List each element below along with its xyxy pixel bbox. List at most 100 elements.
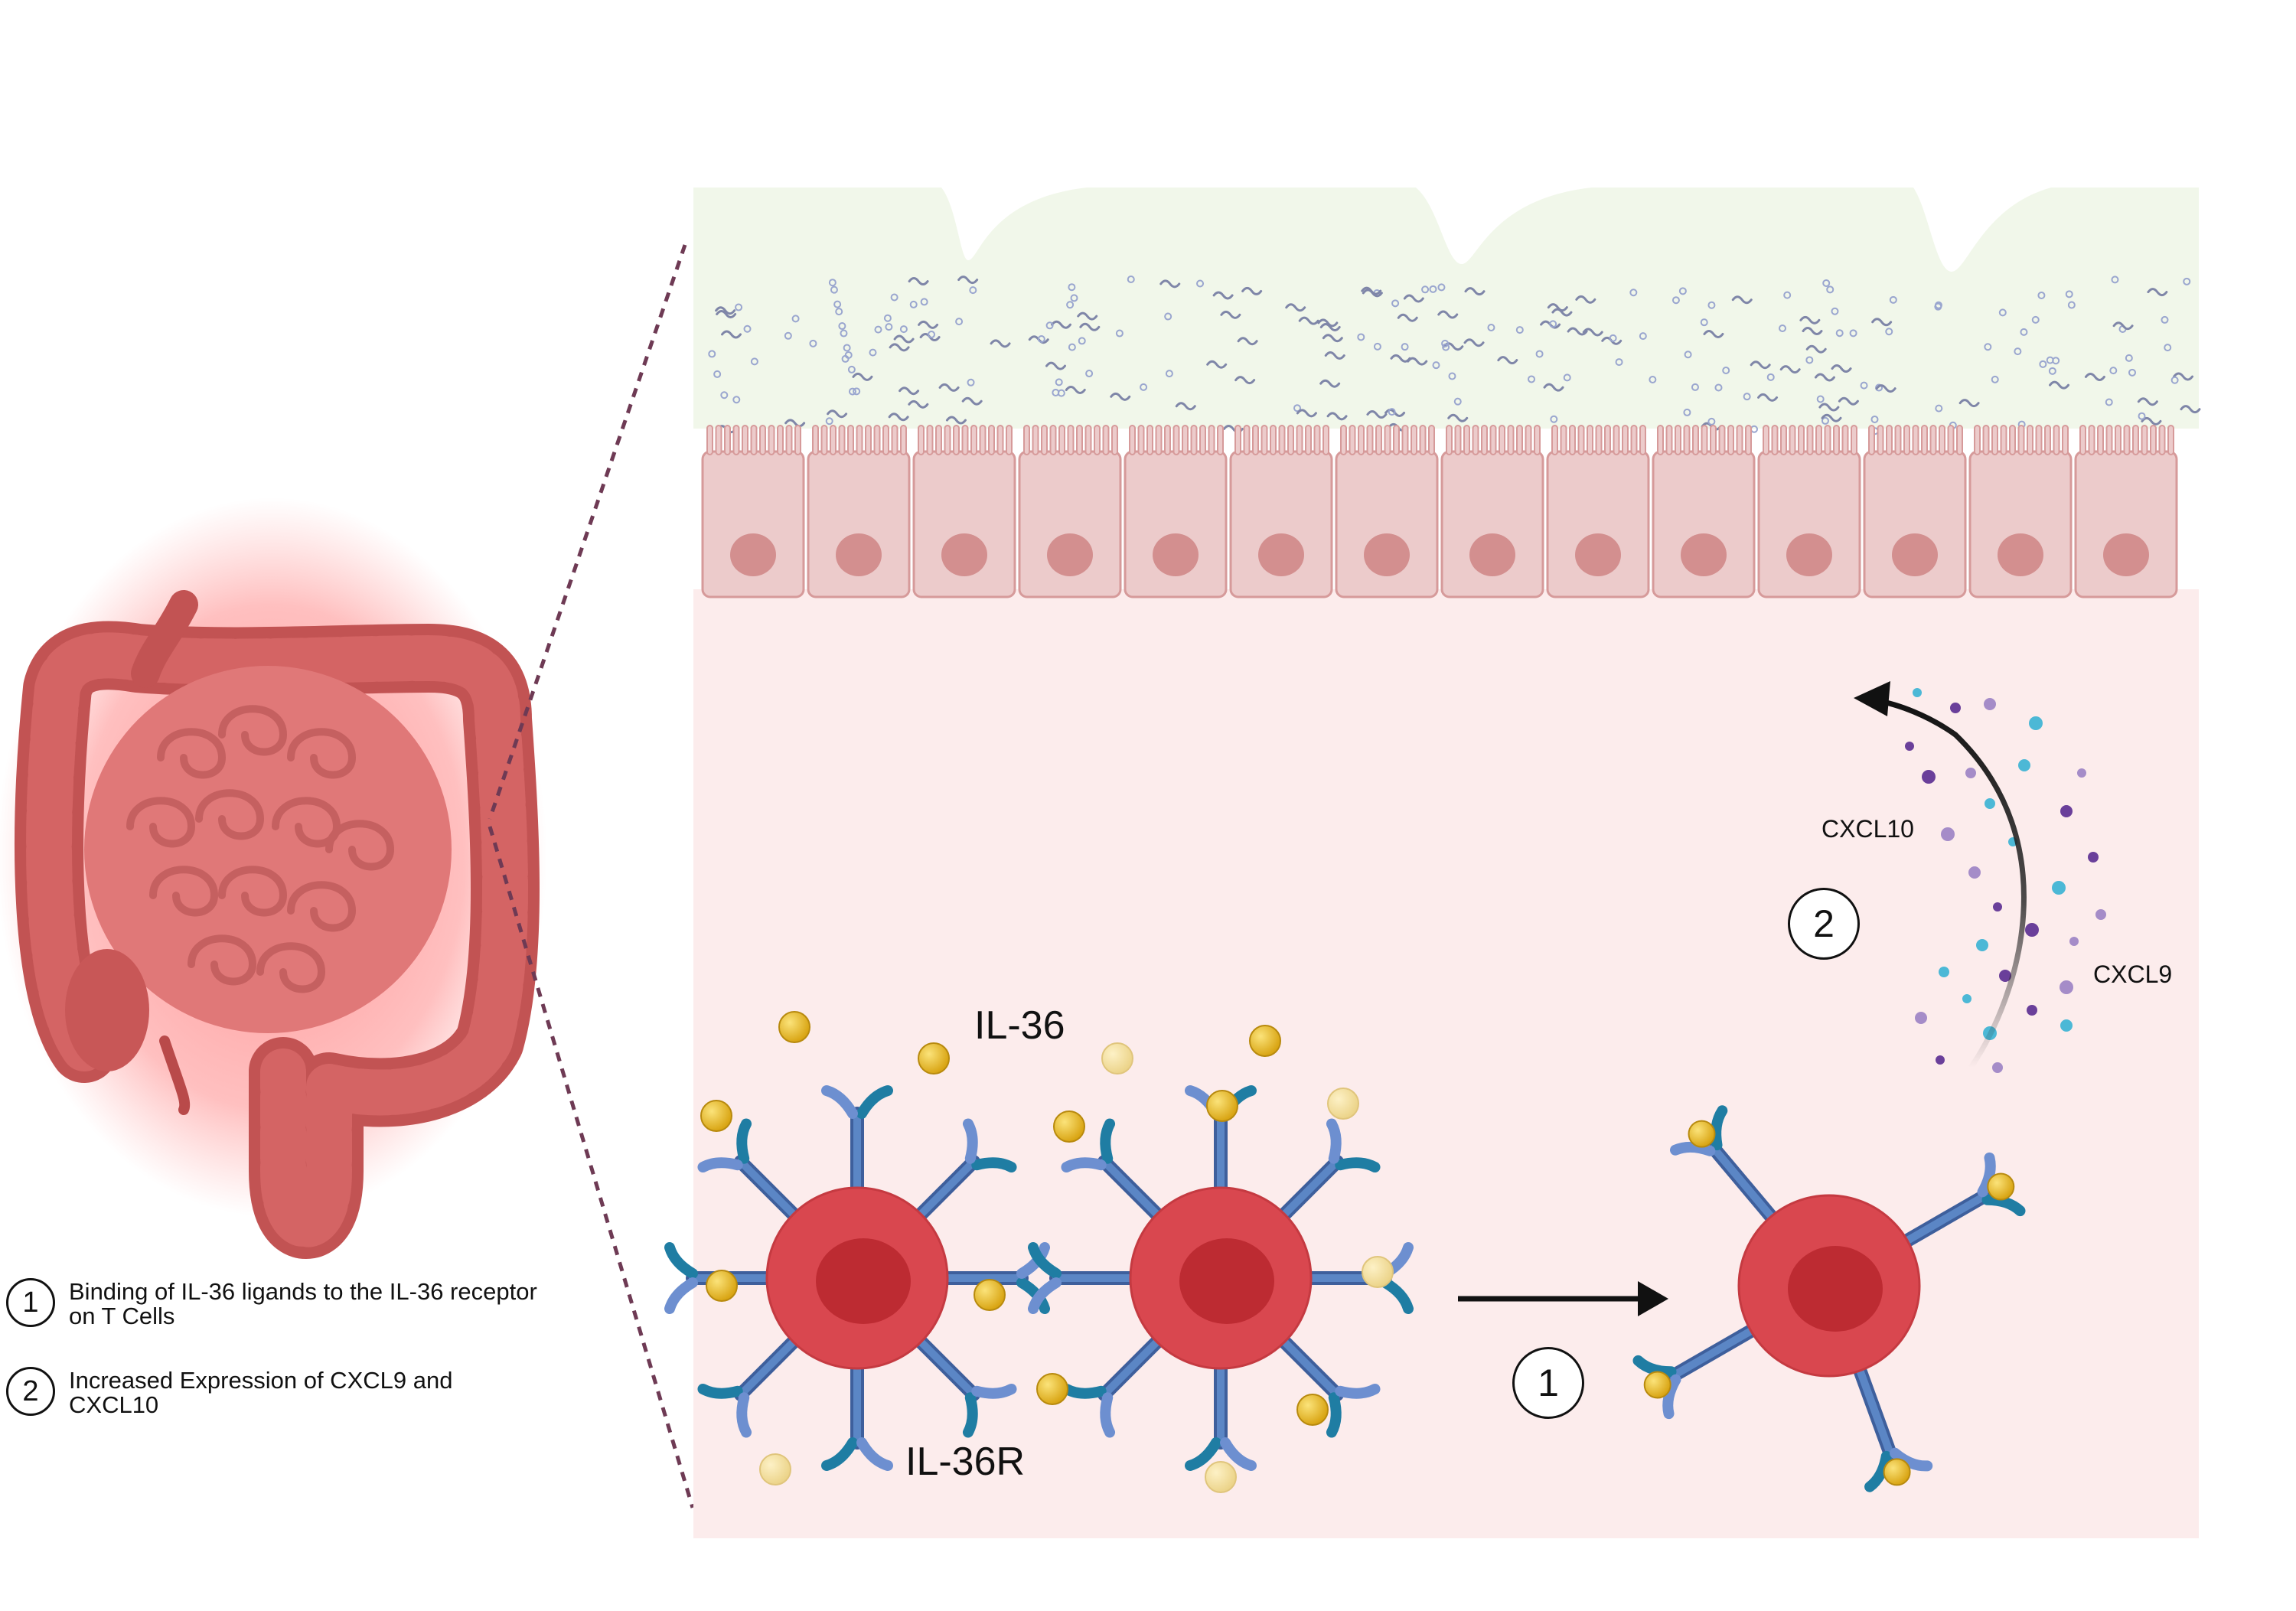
receptor-label: IL-36R (905, 1440, 1026, 1484)
cell-nucleus (2103, 533, 2149, 576)
cxcl10-label: CXCL10 (1821, 815, 1914, 843)
cxcl9-particle (1965, 768, 1976, 778)
cxcl10-particle (1985, 798, 1995, 809)
il36-ligand (1053, 1110, 1085, 1143)
chemokine-secretion (1854, 681, 2106, 1073)
cell-nucleus (1892, 533, 1938, 576)
cxcl9-particle (2069, 937, 2079, 946)
legend-number-2: 2 (6, 1367, 55, 1416)
il36-ligand (1296, 1394, 1329, 1426)
cxcl9-particle (1936, 1055, 1945, 1065)
il36-receptor (821, 1085, 893, 1205)
cell-nucleus (1469, 533, 1515, 576)
cxcl9-label: CXCL9 (2093, 960, 2173, 988)
il36-ligand (1987, 1172, 2015, 1201)
il36-receptor (1270, 1328, 1381, 1438)
il36-ligand (1362, 1256, 1394, 1288)
cxcl9-particle (1915, 1012, 1927, 1024)
il36-ligands (700, 1011, 1394, 1493)
cell-nucleus (1153, 533, 1199, 576)
il36-receptor (907, 1118, 1017, 1228)
cxcl9-particle (1905, 742, 1914, 751)
il36-receptor (1028, 1242, 1147, 1314)
cxcl9-particle (1922, 770, 1936, 784)
cell-nucleus (1364, 533, 1410, 576)
cxcl9-particle (1941, 827, 1955, 841)
cxcl9-particle (1984, 698, 1996, 710)
legend-text-1: Binding of IL-36 ligands to the IL-36 re… (69, 1278, 537, 1329)
cxcl9-particle (2027, 1005, 2037, 1016)
cxcl9-particle (2060, 980, 2073, 994)
cxcl10-particle (2052, 881, 2066, 895)
cell-nucleus (1681, 533, 1727, 576)
cxcl9-particle (1950, 703, 1961, 713)
epithelial-layer (701, 425, 2178, 598)
il36-ligand (1327, 1088, 1359, 1120)
il36-receptor (1270, 1118, 1381, 1228)
legend-item-2: 2 Increased Expression of CXCL9 and CXCL… (6, 1367, 557, 1436)
il36-ligand (1036, 1373, 1068, 1405)
il36-receptor (1670, 1105, 1785, 1231)
zoom-line-top (488, 244, 687, 820)
lumen-mucus (693, 188, 2199, 429)
il36-receptor (821, 1352, 893, 1471)
il36-receptor (1185, 1352, 1257, 1471)
intestine-illustration (0, 497, 547, 1259)
cxcl9-particle (2025, 923, 2039, 937)
il36-ligand (700, 1100, 732, 1132)
cell-nucleus (836, 533, 882, 576)
cell-nucleus (1786, 533, 1832, 576)
cxcl9-particle (1999, 970, 2011, 982)
il36-receptor (1632, 1319, 1767, 1420)
il36-ligand (1101, 1042, 1133, 1075)
mucus-particles (708, 276, 2201, 435)
il36-receptor (1061, 1118, 1171, 1228)
ligand-label: IL-36 (974, 1003, 1065, 1048)
cxcl10-particle (1939, 967, 1949, 977)
cxcl9-particle (2077, 768, 2086, 778)
legend-number-1: 1 (6, 1278, 55, 1327)
cxcl10-particle (2018, 759, 2030, 771)
cxcl9-particle (1968, 866, 1981, 879)
cxcl10-particle (1976, 939, 1988, 951)
cell-nucleus (1258, 533, 1304, 576)
cxcl9-particle (1993, 902, 2002, 911)
step-1-marker: 1 (1512, 1347, 1584, 1419)
small-intestine (84, 666, 452, 1033)
il36-receptor (1061, 1328, 1171, 1438)
il36-ligand (706, 1270, 738, 1302)
il36-ligand (918, 1042, 950, 1075)
cxcl10-particle (2060, 1019, 2073, 1032)
cxcl10-particle (1913, 688, 1922, 697)
il36-ligand (1643, 1371, 1671, 1399)
appendix (159, 1035, 191, 1115)
cxcl10-particle (1962, 994, 1971, 1003)
il36-receptor (697, 1118, 807, 1228)
cxcl9-particle (2095, 909, 2106, 920)
step-2-marker: 2 (1788, 888, 1860, 960)
cell-nucleus (941, 533, 987, 576)
secretion-arrowhead (1854, 681, 1890, 716)
il36-receptor (907, 1328, 1017, 1438)
il36-ligand (1205, 1461, 1237, 1493)
tissue-panel (693, 188, 2201, 1538)
il36-receptor (1891, 1152, 2026, 1253)
cxcl9-particle (2060, 805, 2073, 817)
cxcl10-particle (2029, 716, 2043, 730)
il36-ligand (1688, 1120, 1716, 1148)
il36-ligand (778, 1011, 810, 1043)
cxcl9-particle (2088, 852, 2099, 863)
il36-ligand (974, 1279, 1006, 1311)
il36-ligand (1883, 1458, 1911, 1486)
binding-arrow (1458, 1281, 1668, 1316)
il36-ligand (1206, 1090, 1238, 1122)
il36-receptor (697, 1328, 807, 1438)
il36-ligand (1249, 1025, 1281, 1057)
secretion-arrow (1874, 697, 2027, 1069)
cell-nucleus (1047, 533, 1093, 576)
cxcl9-particle (1992, 1062, 2003, 1073)
t-cell (664, 1085, 1050, 1471)
il36-ligand (759, 1453, 791, 1485)
